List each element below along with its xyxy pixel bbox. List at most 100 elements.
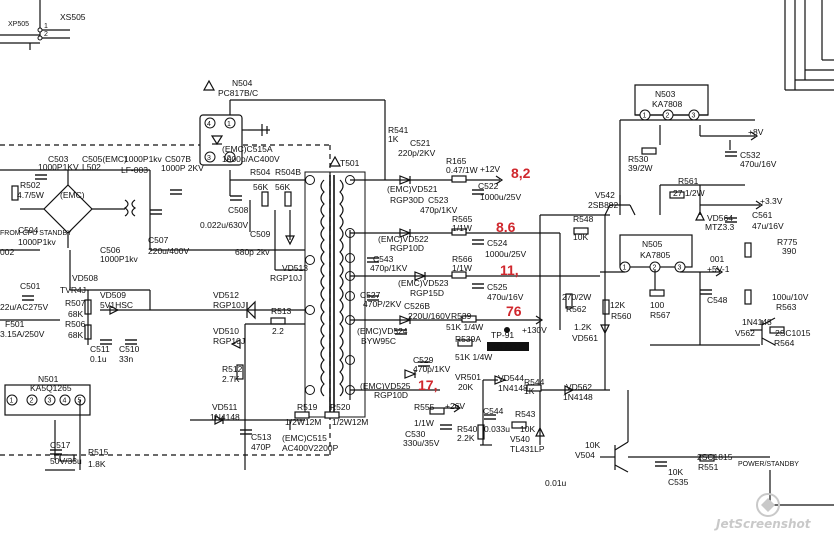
connector-part: XP505 — [8, 21, 29, 28]
component-label: 001 — [710, 254, 724, 264]
component-label: C503 — [48, 154, 69, 164]
component-label: R560 — [611, 311, 632, 321]
component-label: VD562 — [566, 382, 592, 392]
component-label: 68K — [68, 309, 83, 319]
annotation-11: 11, — [500, 262, 519, 278]
component-label: R551 — [698, 462, 719, 472]
ic-pin-number: 3 — [678, 265, 682, 272]
component-label: 0.01u — [545, 478, 567, 488]
component-label: 1N4148 — [563, 392, 593, 402]
component-label: VD544 — [498, 373, 524, 383]
component-label: F501 — [5, 319, 25, 329]
component-label: C530 — [405, 429, 426, 439]
reg5-ref: N505 — [642, 239, 663, 249]
component-label: RGP30D — [390, 195, 424, 205]
component-label: RGP10D — [390, 243, 424, 253]
component-label: 1000P1kv — [100, 254, 139, 264]
component-label: VD510 — [213, 326, 239, 336]
component-label: R544 — [524, 377, 545, 387]
component-label: R567 — [650, 310, 671, 320]
component-label: C527 — [360, 290, 381, 300]
component-label: 20K — [458, 382, 473, 392]
opto-ref: N504 — [232, 78, 253, 88]
reg5-part: KA7805 — [640, 250, 671, 260]
component-label: 1000p/AC400V — [222, 154, 280, 164]
component-label: VD508 — [72, 273, 98, 283]
component-label: 10K — [520, 424, 535, 434]
watermark: JetScreenshot — [714, 517, 812, 531]
component-label: 4.7/5W — [17, 190, 44, 200]
component-label: C513 — [251, 432, 272, 442]
controller-part: KA5Q1265 — [30, 383, 72, 393]
transformer-pin — [305, 385, 315, 395]
component-label: (EMC)C515A — [222, 144, 273, 154]
component-label: 56K — [275, 182, 290, 192]
component-label: 2SC1815 — [697, 452, 733, 462]
component-label: MTZ3.3 — [705, 222, 735, 232]
component-label: 470p/1KV — [420, 205, 458, 215]
opto-part: PC817B/C — [218, 88, 258, 98]
component-label: C525 — [487, 282, 508, 292]
component-label: R506 — [65, 319, 86, 329]
component-label: R540 — [457, 424, 478, 434]
component-label: 100 — [650, 300, 664, 310]
component-label: C529 — [413, 355, 434, 365]
component-label: VD564 — [707, 213, 733, 223]
component-label: R566 — [452, 254, 473, 264]
component-label: R504B — [275, 167, 301, 177]
component-label: R512 — [222, 364, 243, 374]
component-label: C510 — [119, 344, 140, 354]
component-label: 1000u/25V — [480, 192, 521, 202]
component-label: R564 — [774, 338, 795, 348]
component-label: R513 — [271, 306, 292, 316]
component-label: C508 — [228, 205, 249, 215]
component-label: 1/1W — [414, 418, 434, 428]
component-label: 390 — [782, 246, 796, 256]
component-label: +130V — [522, 325, 547, 335]
component-label: 470p/1KV — [370, 263, 408, 273]
ic-pin-number: 3 — [692, 113, 696, 120]
component-label: R165 — [446, 156, 467, 166]
controller-ref: N501 — [38, 374, 59, 384]
component-label: R565 — [452, 214, 473, 224]
component-label: 1/2W12M — [285, 417, 321, 427]
component-label: 2SC1015 — [775, 328, 811, 338]
component-label: (EMC) — [60, 190, 85, 200]
component-label: TVR4J — [60, 285, 86, 295]
component-label: R555 — [414, 402, 435, 412]
component-label: R562 — [566, 304, 587, 314]
component-label: +12V — [480, 164, 500, 174]
component-label: C511 — [90, 344, 110, 354]
ic-pin — [44, 394, 56, 406]
reg8-part: KA7808 — [652, 99, 683, 109]
component-label: R563 — [776, 302, 797, 312]
component-label: (EMC)VD525 — [360, 381, 411, 391]
component-label: R548 — [573, 214, 594, 224]
component-label: 22u/AC275V — [0, 302, 49, 312]
component-label: C548 — [707, 295, 728, 305]
component-label: V542 — [595, 190, 615, 200]
component-label: R507 — [65, 298, 86, 308]
component-label: R502 — [20, 180, 41, 190]
component-label: 0.47/1W — [446, 165, 478, 175]
component-label: 1K — [524, 386, 535, 396]
component-label: (EMC)VD521 — [387, 184, 438, 194]
component-label: +3.3V — [760, 196, 783, 206]
component-label: 470u/16V — [740, 159, 777, 169]
component-label: R543 — [515, 409, 536, 419]
annotation-8-2: 8,2 — [511, 165, 531, 181]
component-label: R504 — [250, 167, 271, 177]
component-label: 3.15A/250V — [0, 329, 45, 339]
component-label: C504 — [18, 225, 39, 235]
component-label: C544 — [483, 406, 504, 416]
component-label: C521 — [410, 138, 431, 148]
ic-pin — [6, 394, 18, 406]
annotation-76: 76 — [506, 303, 522, 319]
ic-pin — [59, 394, 71, 406]
component-label: +5V-1 — [707, 264, 730, 274]
connector-ref: XS505 — [60, 12, 86, 22]
component-label: BYW95C — [361, 336, 396, 346]
component-label: 100u/10V — [772, 292, 809, 302]
component-label: C526B — [404, 301, 430, 311]
